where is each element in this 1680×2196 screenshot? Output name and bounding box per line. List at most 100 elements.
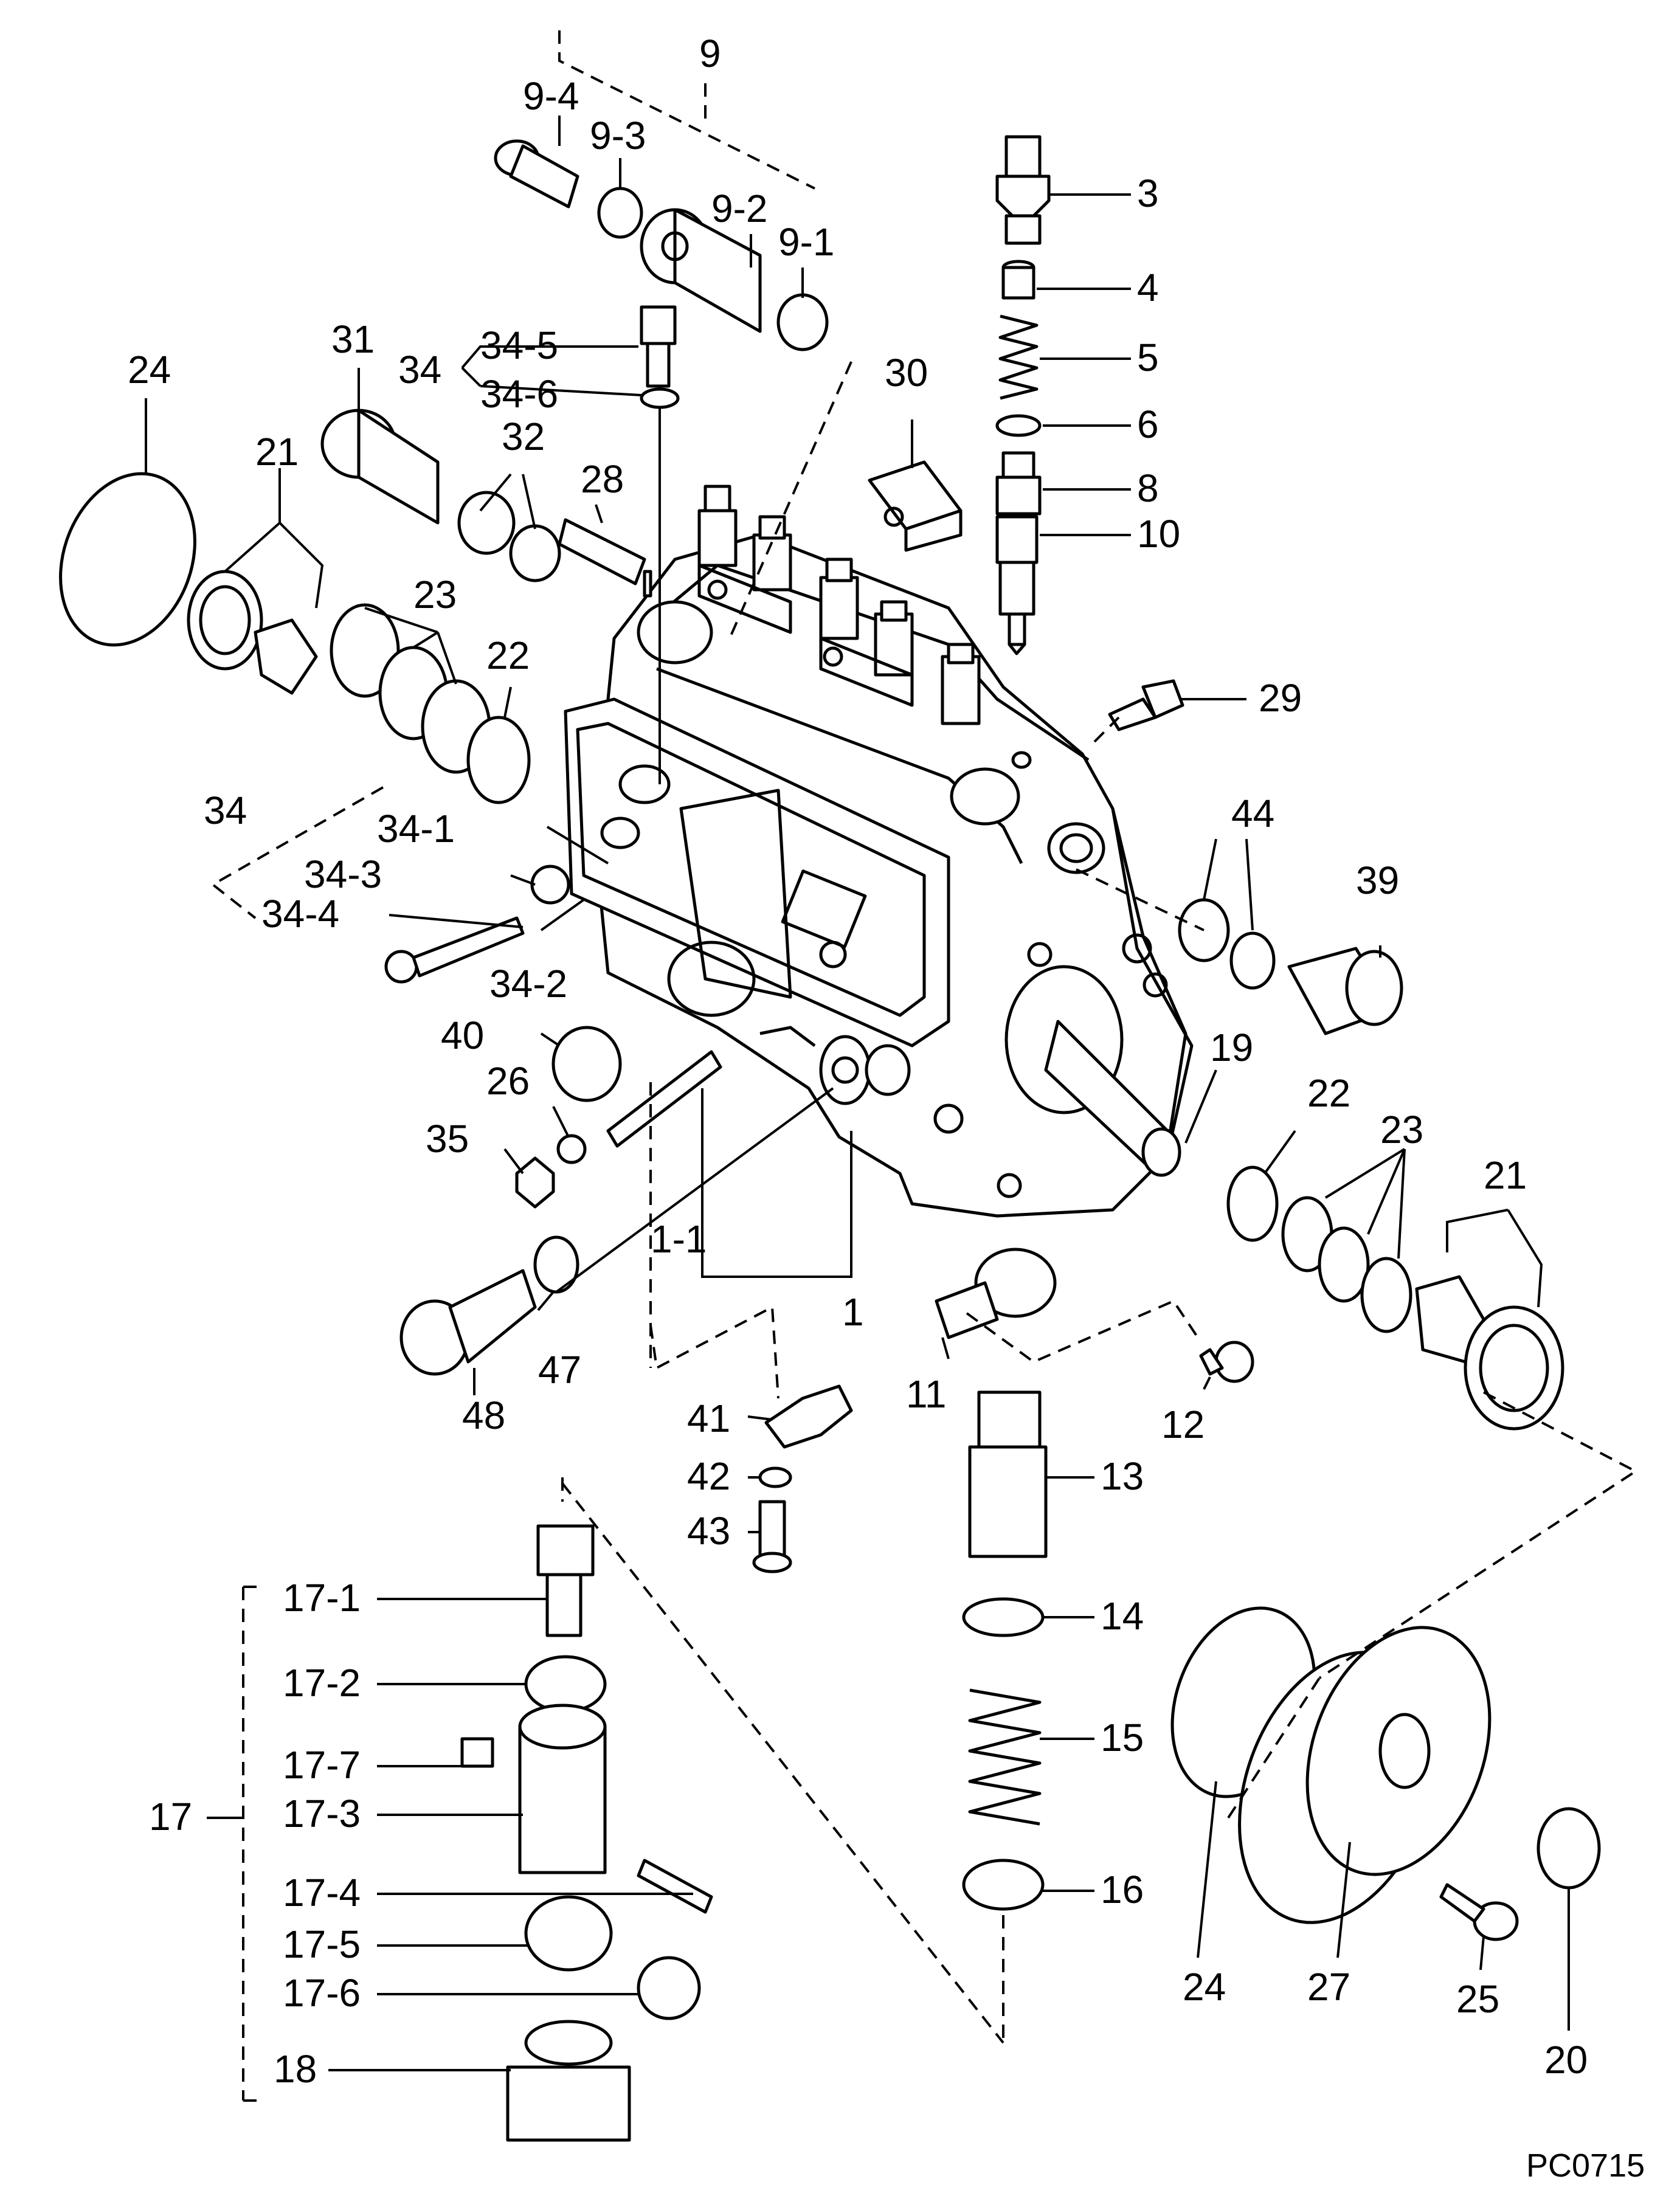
part-13-tappet [968, 1390, 1048, 1558]
callout-9-2: 9-2 [711, 187, 768, 230]
callout-34-3: 34-3 [304, 852, 382, 896]
callout-18: 18 [274, 2047, 317, 2091]
callout-19: 19 [1210, 1026, 1253, 1069]
part-9-2-sleeve [640, 208, 762, 333]
callout-1-1: 1-1 [651, 1217, 707, 1261]
part-3-delivery-valve-holder [995, 135, 1051, 245]
diagram-code: PC0715 [1526, 2147, 1645, 2184]
callout-9: 9 [699, 32, 721, 75]
part-42-washer [758, 1466, 792, 1488]
part-23-shim-right-b [1318, 1226, 1370, 1303]
part-44-washer-b [1229, 931, 1276, 990]
part-22-shim-right [1226, 1165, 1279, 1242]
callout-1: 1 [842, 1290, 864, 1334]
part-17-1-bolt [536, 1524, 595, 1637]
callout-34-6: 34-6 [480, 372, 558, 416]
part-5-delivery-valve-spring [998, 314, 1039, 400]
part-27-cover [1238, 1626, 1492, 1924]
part-17-5-roller [524, 1895, 613, 1972]
pump-housing [564, 485, 1194, 1218]
part-9-4-adjusting-screw [494, 139, 579, 209]
part-17-2-nut [524, 1655, 607, 1713]
part-17-4-pin [637, 1859, 713, 1914]
part-28-control-rack [558, 518, 652, 598]
part-10-plunger [995, 515, 1039, 655]
part-35-nut [515, 1156, 555, 1209]
callout-25: 25 [1456, 1977, 1499, 2021]
part-14-spring-seat [962, 1597, 1045, 1637]
part-9-1-washer [776, 293, 829, 351]
callout-43: 43 [687, 1509, 730, 1553]
part-34-4-bolt [384, 916, 525, 984]
callout-22a: 22 [486, 634, 530, 677]
callout-17-6: 17-6 [283, 1971, 361, 2015]
part-25-screw [1439, 1883, 1519, 1941]
callout-9-4: 9-4 [523, 74, 579, 118]
callout-48: 48 [462, 1393, 505, 1437]
callout-23a: 23 [413, 573, 457, 616]
callout-9-1: 9-1 [778, 220, 835, 264]
callout-44: 44 [1231, 792, 1274, 835]
callout-4: 4 [1137, 266, 1159, 309]
callout-34-4: 34-4 [261, 892, 339, 936]
part-34-6-washer [640, 387, 680, 409]
callout-3: 3 [1137, 171, 1159, 215]
part-20-bearing [1537, 1807, 1601, 1890]
delivery-valve-holders [697, 485, 981, 725]
callout-41: 41 [687, 1397, 730, 1440]
callout-35: 35 [426, 1117, 469, 1161]
part-4-valve-spring-seat [1001, 260, 1035, 300]
part-16-spring-seat [962, 1859, 1045, 1911]
part-21-gear-left [187, 570, 318, 695]
callout-17-4: 17-4 [283, 1871, 361, 1915]
callout-10: 10 [1137, 512, 1180, 556]
callout-8: 8 [1137, 466, 1159, 510]
part-24-o-ring-left [59, 472, 196, 647]
callout-47: 47 [538, 1348, 581, 1392]
callout-17-5: 17-5 [283, 1922, 361, 1966]
part-17-7-pin [460, 1737, 494, 1768]
callout-17-1: 17-1 [283, 1576, 361, 1620]
part-9-3-washer [597, 187, 643, 239]
part-29-screw [1108, 679, 1184, 731]
part-1-1-stud [606, 1050, 722, 1148]
part-41-bracket [764, 1384, 853, 1449]
callout-14: 14 [1101, 1594, 1144, 1638]
callout-30: 30 [885, 351, 928, 395]
part-34-3-washer [530, 865, 570, 905]
part-43-screw [752, 1500, 792, 1573]
callout-42: 42 [687, 1454, 730, 1498]
part-11-control-sleeve [935, 1248, 1057, 1339]
callout-34-1: 34-1 [377, 807, 455, 851]
callout-17-2: 17-2 [283, 1661, 361, 1705]
callout-17-3: 17-3 [283, 1792, 361, 1835]
part-8-delivery-valve [995, 451, 1042, 516]
callout-5: 5 [1137, 336, 1159, 379]
callout-31: 31 [331, 317, 375, 361]
callout-39: 39 [1356, 858, 1399, 902]
part-18-tappet-body [506, 2020, 631, 2142]
part-12-screw [1199, 1341, 1254, 1383]
callout-17: 17 [149, 1795, 192, 1839]
callout-27: 27 [1307, 1965, 1350, 2009]
callout-12: 12 [1161, 1403, 1205, 1446]
part-15-plunger-spring [968, 1688, 1042, 1826]
callout-13: 13 [1101, 1454, 1144, 1498]
callout-9-3: 9-3 [590, 114, 646, 157]
callout-labels: 9 9-4 9-3 9-2 9-1 3 4 5 6 8 10 30 31 34 … [128, 32, 1645, 2184]
callout-34-2: 34-2 [489, 962, 567, 1006]
callout-16: 16 [1101, 1868, 1144, 1911]
part-22-shim-left [466, 716, 531, 804]
callout-34b: 34 [204, 789, 247, 832]
part-17-3-roller-case [518, 1704, 607, 1874]
callout-29: 29 [1259, 676, 1302, 720]
part-21-gear-right [1415, 1275, 1564, 1431]
part-34-5-bolt [640, 305, 677, 388]
part-40-o-ring [551, 1026, 622, 1102]
part-32-washer-b [509, 524, 561, 582]
callout-24a: 24 [128, 348, 171, 392]
callout-21a: 21 [255, 430, 299, 474]
part-26-washer [556, 1134, 587, 1164]
callout-17-7: 17-7 [283, 1743, 361, 1787]
